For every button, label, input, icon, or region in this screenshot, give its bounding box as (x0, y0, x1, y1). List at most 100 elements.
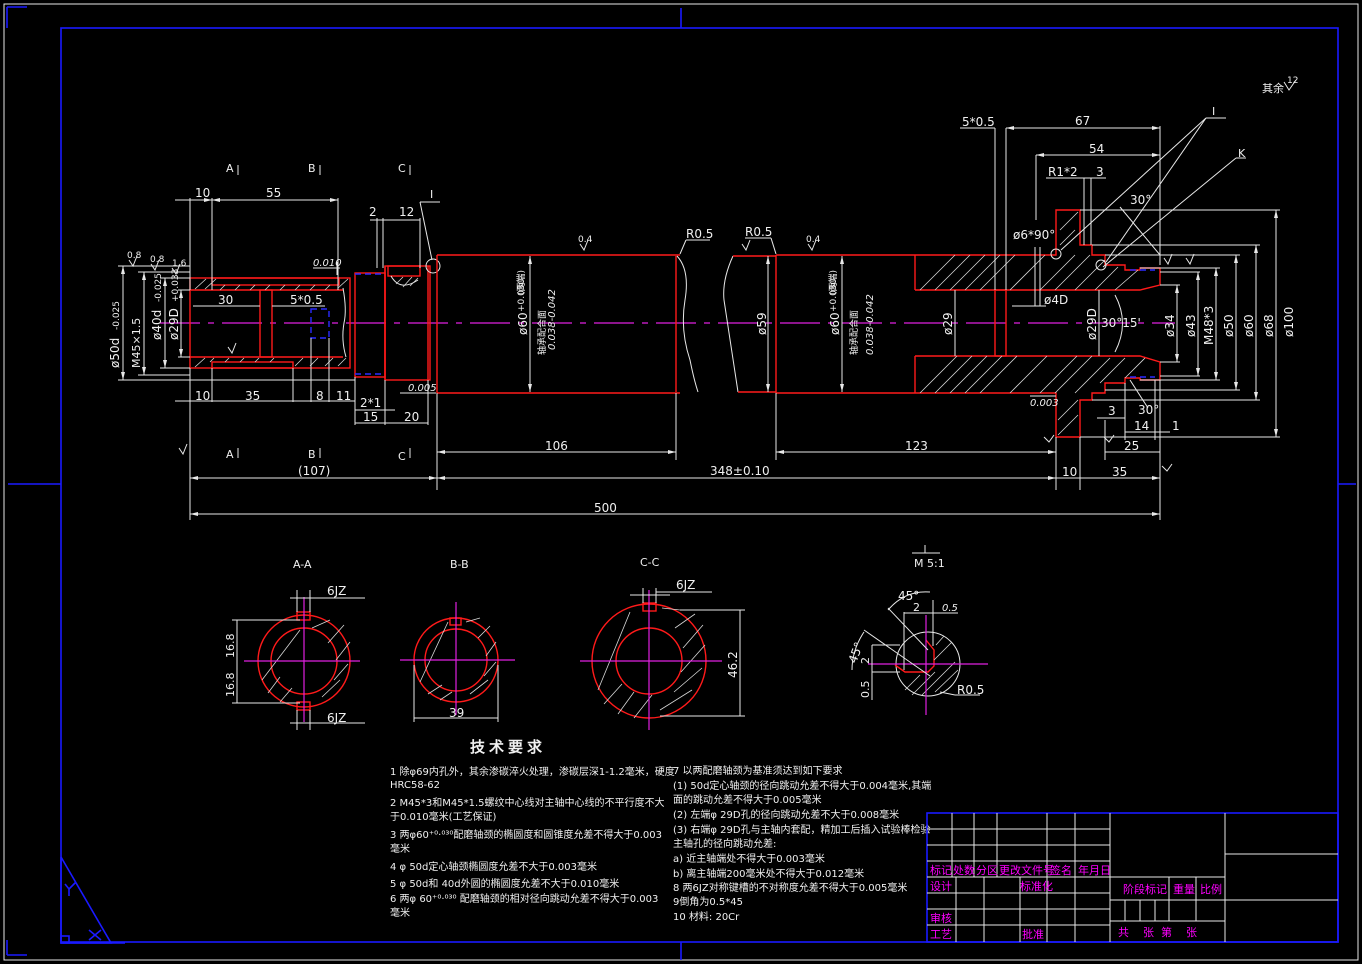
detail-i-label-right: I (1212, 105, 1215, 118)
tol-0010: 0.010 (313, 258, 342, 269)
dia-68: ø68 (1262, 314, 1276, 337)
section-b-b (400, 602, 515, 722)
tb-design: 设计 (930, 880, 952, 893)
tb-header-change-doc: 更改文件号 (999, 863, 1054, 877)
dim-30: 30 (218, 293, 233, 307)
dim-106: 106 (545, 439, 568, 453)
tech-req-line: 1 除φ69内孔外，其余渗碳淬火处理，渗碳层深1-1.2毫米，硬度 (390, 765, 675, 778)
dim-20: 20 (404, 410, 419, 424)
tech-req-line: 10 材料: 20Cr (673, 910, 740, 923)
tech-req-line: (3) 右端φ 29D孔与主轴内套配，精加工后插入试验棒检验 (673, 823, 931, 836)
tech-req-line: 6 两φ 60⁺⁰·⁰³⁰ 配磨轴颈的相对径向跳动允差不得大于0.003 (390, 892, 658, 905)
hole-6x90: ø6*90° (1013, 228, 1055, 242)
section-mark-b-bottom: B (308, 448, 316, 461)
tech-req-line: 7 以两配磨轴颈为基准须达到如下要求 (673, 764, 843, 777)
dia-50d: ø50d (108, 338, 122, 368)
section-c-c-dim: 46.2 (726, 651, 740, 678)
section-b-b-dim: 39 (449, 706, 464, 720)
journal-right-tolrange: 0.038-0.042 (865, 294, 876, 355)
title-block-labels: 标记 处数 分区 更改文件号 签名 年月日 设计 标准化 审核 工艺 批准 阶段… (930, 863, 1222, 941)
journal-right-dia: ø60 (828, 312, 842, 335)
section-mark-c-top: C (398, 162, 406, 175)
tech-requirements-title: 技术要求 (470, 738, 546, 756)
drawing-frame (60, 27, 1339, 943)
mid-dia-59: ø59 (755, 312, 769, 335)
section-a-a-title: A-A (293, 558, 312, 571)
dim-25: 25 (1124, 439, 1139, 453)
roughness-08-b: 0.8 (150, 255, 165, 265)
dim-35-right: 35 (1112, 465, 1127, 479)
tb-stage-mark: 阶段标记 (1123, 882, 1167, 896)
tech-req-line: 2 M45*3和M45*1.5螺纹中心线对主轴中心线的不平行度不大 (390, 796, 665, 809)
dim-5x05-inner: 5*0.5 (290, 293, 323, 307)
section-a-a-dim-bottom: 16.8 (224, 673, 237, 698)
section-c-c-key: 6JZ (676, 578, 695, 592)
tech-req-line: 5 φ 50d和 40d外圆的椭圆度允差不大于0.010毫米 (390, 877, 619, 890)
roughness-16: 1.6 (172, 259, 187, 269)
roughness-symbols (128, 239, 1195, 472)
roughness-04-a: 0.4 (578, 235, 593, 245)
dim-14: 14 (1134, 419, 1149, 433)
detail-i-circle (425, 258, 441, 274)
tb-header-date: 年月日 (1078, 863, 1111, 877)
detail-dim-2-v: 2 (859, 657, 872, 664)
dia-29d-right: ø29D (1085, 308, 1099, 340)
tb-sheets: 共 张 第 张 (1118, 925, 1197, 939)
dia-40d: ø40d (150, 310, 164, 340)
roughness-08-a: 0.8 (127, 251, 142, 261)
journal-left-note1: (两端) (515, 270, 527, 295)
title-block (926, 812, 1339, 943)
radius-r05-left: R0.5 (686, 227, 713, 241)
tol-0005: 0.005 (408, 383, 437, 394)
tol-0003: 0.003 (1030, 398, 1059, 409)
detail-i-view (851, 545, 988, 715)
section-mark-a-bottom: A (226, 448, 234, 461)
dim-5x05-right: 5*0.5 (962, 115, 995, 129)
tb-review: 审核 (930, 911, 952, 925)
section-a-a-key-top: 6JZ (327, 584, 346, 598)
tech-req-line: 8 两6JZ对称键槽的不对称度允差不得大于0.005毫米 (673, 881, 907, 894)
tech-req-line: (2) 左端φ 29D孔的径向跳动允差不大于0.008毫米 (673, 808, 899, 821)
dia-34: ø34 (1163, 314, 1177, 337)
dim-55: 55 (266, 186, 281, 200)
tech-req-line: 于0.010毫米(工艺保证) (390, 810, 497, 823)
tb-standardize: 标准化 (1020, 879, 1053, 893)
tech-req-line: 4 φ 50d定心轴颈椭圆度允差不大于0.003毫米 (390, 860, 597, 873)
tech-req-line: 毫米 (390, 906, 410, 919)
dim-35-left: 35 (245, 389, 260, 403)
arrowheads (121, 126, 1278, 516)
surface-finish-value: 12 (1287, 76, 1298, 86)
thread-m45: M45×1.5 (130, 318, 143, 368)
dim-r1x2: R1*2 (1048, 165, 1078, 179)
tech-req-line: HRC58-62 (390, 780, 440, 791)
dim-11: 11 (336, 389, 351, 403)
dia-29-right: ø29 (941, 312, 955, 335)
dia-29d-left: ø29D (167, 308, 181, 340)
roughness-symbol-icon (1283, 79, 1297, 91)
tech-requirements-left: 1 除φ69内孔外，其余渗碳淬火处理，渗碳层深1-1.2毫米，硬度 HRC58-… (390, 765, 675, 919)
section-mark-a-top: A (226, 162, 234, 175)
dim-10-top: 10 (195, 186, 210, 200)
dim-3-bottom: 3 (1108, 404, 1116, 418)
section-a-a (232, 590, 365, 730)
journal-left-tolrange: 0.038-0.042 (547, 289, 558, 350)
dim-12: 12 (399, 205, 414, 219)
tb-header-count: 处数 (953, 864, 975, 877)
dia-50-right: ø50 (1222, 314, 1236, 337)
section-c-c-title: C-C (640, 556, 660, 569)
tech-req-line: 主轴孔的径向跳动允差: (673, 837, 776, 850)
orientation-triangle-icon (60, 856, 125, 944)
tb-weight: 重量 (1173, 882, 1195, 896)
detail-radius-r05: R0.5 (957, 683, 984, 697)
dim-8: 8 (316, 389, 324, 403)
main-view-labels: A B C A B C I I K 10 55 2 12 0.010 30 5*… (108, 105, 1296, 515)
journal-right-note1: (两端) (827, 270, 839, 295)
section-mark-c-bottom: C (398, 450, 406, 463)
tb-header-signature: 签名 (1050, 863, 1072, 877)
radius-r05-right: R0.5 (745, 225, 772, 239)
dim-500: 500 (594, 501, 617, 515)
detail-k-label: K (1238, 147, 1246, 160)
tech-req-line: 毫米 (390, 842, 410, 855)
taper-angle: 30°15' (1101, 316, 1141, 330)
